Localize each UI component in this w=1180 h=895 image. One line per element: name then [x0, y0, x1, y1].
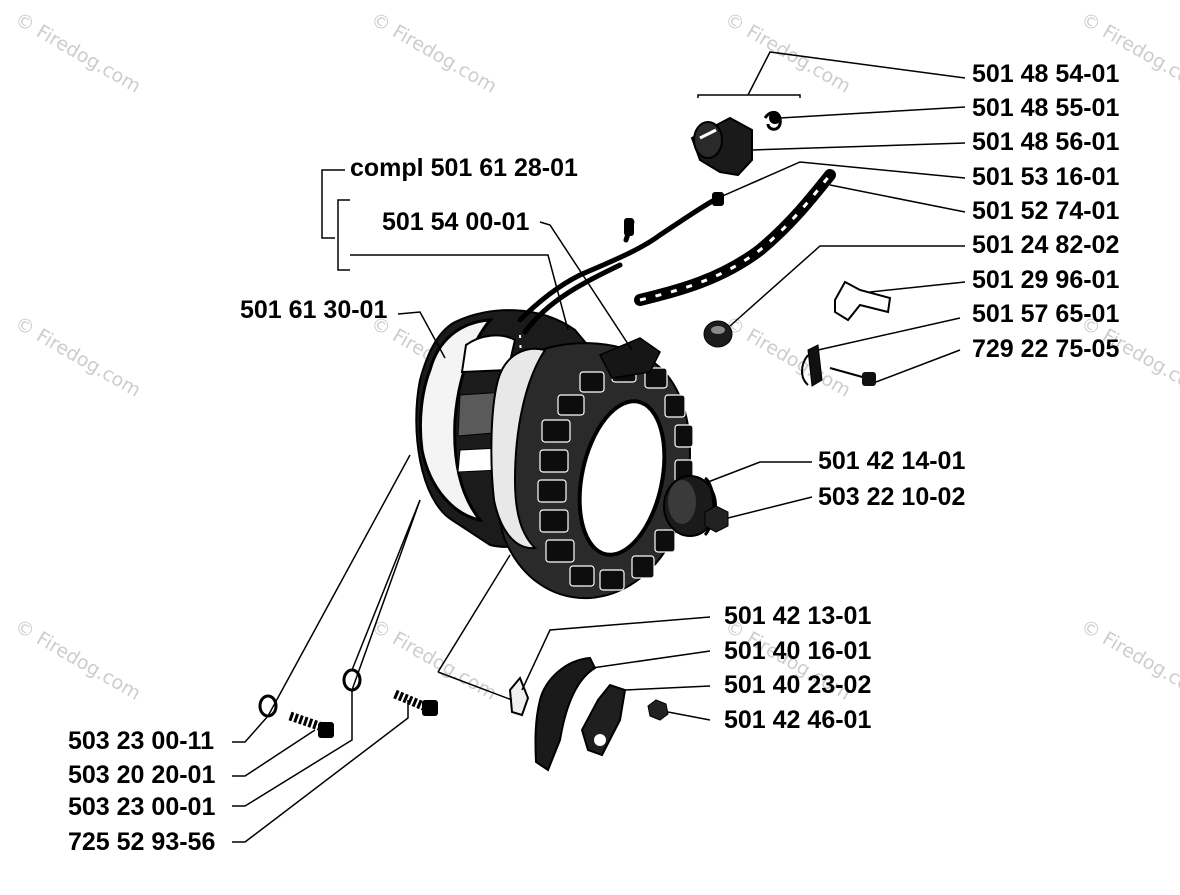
ignition-lead-highlight — [639, 174, 832, 302]
ignition-lead — [634, 169, 836, 306]
label-503-23-00-01: 503 23 00-01 — [68, 793, 216, 821]
label-501-48-56-01: 501 48 56-01 — [972, 128, 1120, 156]
grommet — [703, 320, 733, 348]
label-503-23-00-11: 503 23 00-11 — [68, 727, 214, 755]
label-501-42-14-01: 501 42 14-01 — [818, 447, 966, 475]
label-501-40-23-02: 501 40 23-02 — [724, 671, 872, 699]
screw-small — [829, 367, 876, 386]
label-725-52-93-56: 725 52 93-56 — [68, 828, 216, 856]
label-501-48-55-01: 501 48 55-01 — [972, 94, 1120, 122]
label-501-54-00-01: 501 54 00-01 — [382, 208, 530, 236]
label-501-53-16-01: 501 53 16-01 — [972, 163, 1120, 191]
label-729-22-75-05: 729 22 75-05 — [972, 335, 1120, 363]
label-501-24-82-02: 501 24 82-02 — [972, 231, 1120, 259]
wire-harness — [517, 195, 721, 335]
label-501-42-13-01: 501 42 13-01 — [724, 602, 872, 630]
label-501-61-30-01: 501 61 30-01 — [240, 296, 388, 324]
label-compl: compl 501 61 28-01 — [350, 154, 578, 182]
label-501-29-96-01: 501 29 96-01 — [972, 266, 1120, 294]
label-501-48-54-01: 501 48 54-01 — [972, 60, 1120, 88]
label-501-52-74-01: 501 52 74-01 — [972, 197, 1120, 225]
label-501-57-65-01: 501 57 65-01 — [972, 300, 1120, 328]
washers-and-screws — [258, 668, 438, 738]
pawl-parts — [508, 656, 669, 772]
flange-nut — [663, 475, 729, 537]
spark-plug-cap — [690, 110, 782, 177]
label-501-42-46-01: 501 42 46-01 — [724, 706, 872, 734]
spring-clip — [801, 344, 823, 387]
magneto-assembly — [415, 309, 694, 600]
label-501-40-16-01: 501 40 16-01 — [724, 637, 872, 665]
label-503-22-10-02: 503 22 10-02 — [818, 483, 966, 511]
label-503-20-20-01: 503 20 20-01 — [68, 761, 216, 789]
wire-terminal — [624, 192, 724, 236]
leader-lines — [232, 51, 966, 843]
wire-clip — [834, 280, 892, 322]
